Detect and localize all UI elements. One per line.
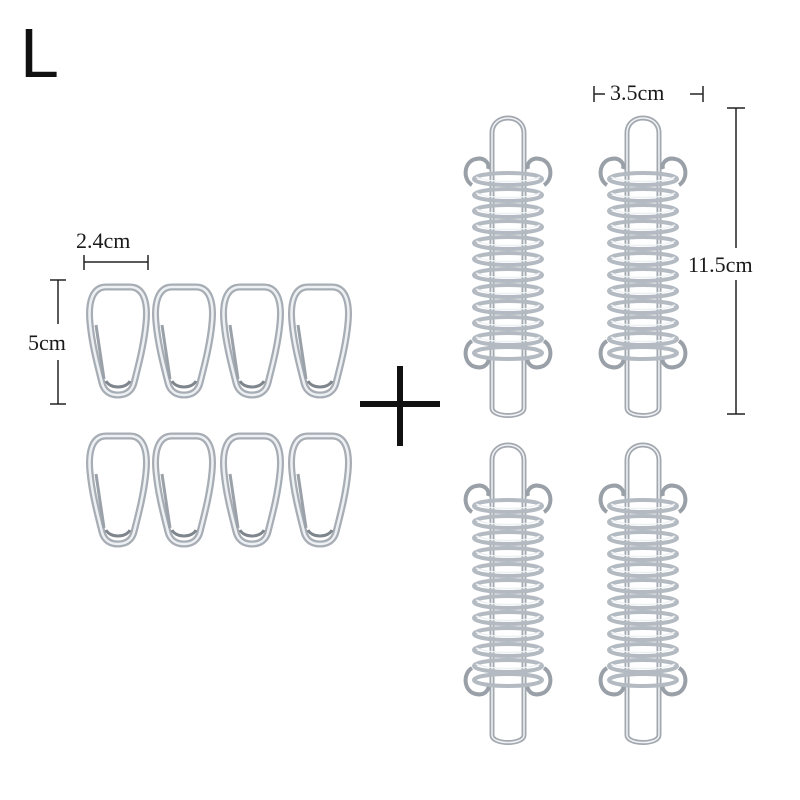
spring-width-guide <box>593 86 704 102</box>
plus-sign <box>360 366 440 446</box>
carabiner-width-label: 2.4cm <box>76 228 131 253</box>
spring-buckle-4 <box>601 445 686 743</box>
spring-width-label: 3.5cm <box>610 80 665 105</box>
spring-buckle-3 <box>466 445 551 743</box>
size-label: L <box>20 14 59 92</box>
spring-height-guide <box>727 107 745 415</box>
carabiner-height-guide <box>50 279 66 405</box>
carabiner-width-guide <box>83 255 149 270</box>
carabiner-height-label: 5cm <box>28 330 66 355</box>
spring-buckle-2 <box>601 118 686 416</box>
spring-buckle-1 <box>466 118 551 416</box>
spring-height-label: 11.5cm <box>688 252 753 277</box>
